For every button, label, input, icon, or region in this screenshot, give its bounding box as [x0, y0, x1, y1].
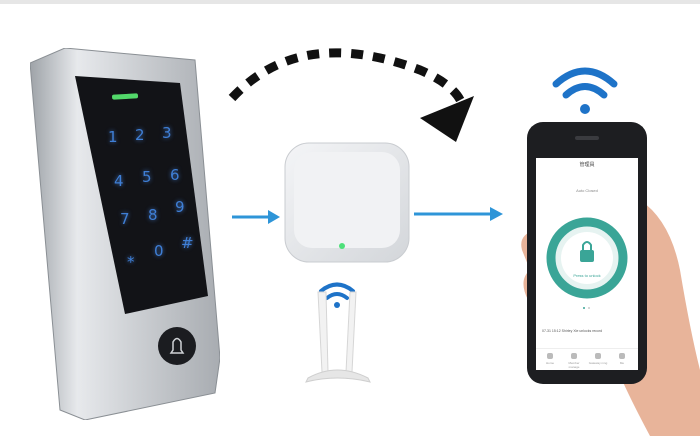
router	[305, 291, 371, 383]
keypad-device: 1 2 3 4 5 6 7 8 9 * 0 #	[30, 48, 220, 420]
bottom-nav: Home Member manage Gateway mng Me	[536, 348, 638, 370]
arrow-head-1	[268, 210, 280, 224]
profile-icon	[619, 353, 625, 359]
lock-icon	[580, 250, 594, 262]
lock-status: Auto Closed	[576, 188, 598, 193]
key-7[interactable]: 7	[120, 210, 130, 228]
arrow-head-2	[490, 207, 503, 221]
key-6[interactable]: 6	[170, 166, 180, 184]
phone-screen: 管理員 Auto Closed Press to unlock 07-31 15…	[536, 158, 638, 370]
nav-members[interactable]: Member manage	[564, 353, 584, 369]
key-2[interactable]: 2	[135, 126, 145, 144]
unlock-button[interactable]	[536, 208, 638, 318]
key-1[interactable]: 1	[108, 128, 118, 146]
keypad-body	[30, 48, 220, 420]
dashed-curved-arrow	[228, 48, 467, 106]
router-wifi-icon	[319, 282, 355, 308]
key-8[interactable]: 8	[148, 206, 158, 224]
key-4[interactable]: 4	[114, 172, 124, 190]
gateway-icon	[595, 353, 601, 359]
wifi-gateway	[284, 142, 410, 263]
unlock-prompt: Press to unlock	[573, 273, 601, 278]
nav-me[interactable]: Me	[612, 353, 632, 365]
last-record: 07-31 15:12 Shirley Xie unlocks record	[542, 329, 603, 333]
key-hash[interactable]: #	[181, 234, 194, 252]
home-icon	[547, 353, 553, 359]
key-3[interactable]: 3	[162, 124, 172, 142]
app-title: 管理員	[579, 162, 595, 168]
key-5[interactable]: 5	[142, 168, 152, 186]
members-icon	[571, 353, 577, 359]
nav-home[interactable]: Home	[540, 353, 560, 365]
curved-arrow-head	[420, 96, 474, 142]
top-border	[0, 0, 700, 4]
nav-gateway[interactable]: Gateway mng	[588, 353, 608, 365]
key-star[interactable]: *	[127, 253, 135, 271]
key-0[interactable]: 0	[154, 242, 164, 260]
key-9[interactable]: 9	[175, 198, 185, 216]
wifi-icon	[552, 67, 618, 114]
